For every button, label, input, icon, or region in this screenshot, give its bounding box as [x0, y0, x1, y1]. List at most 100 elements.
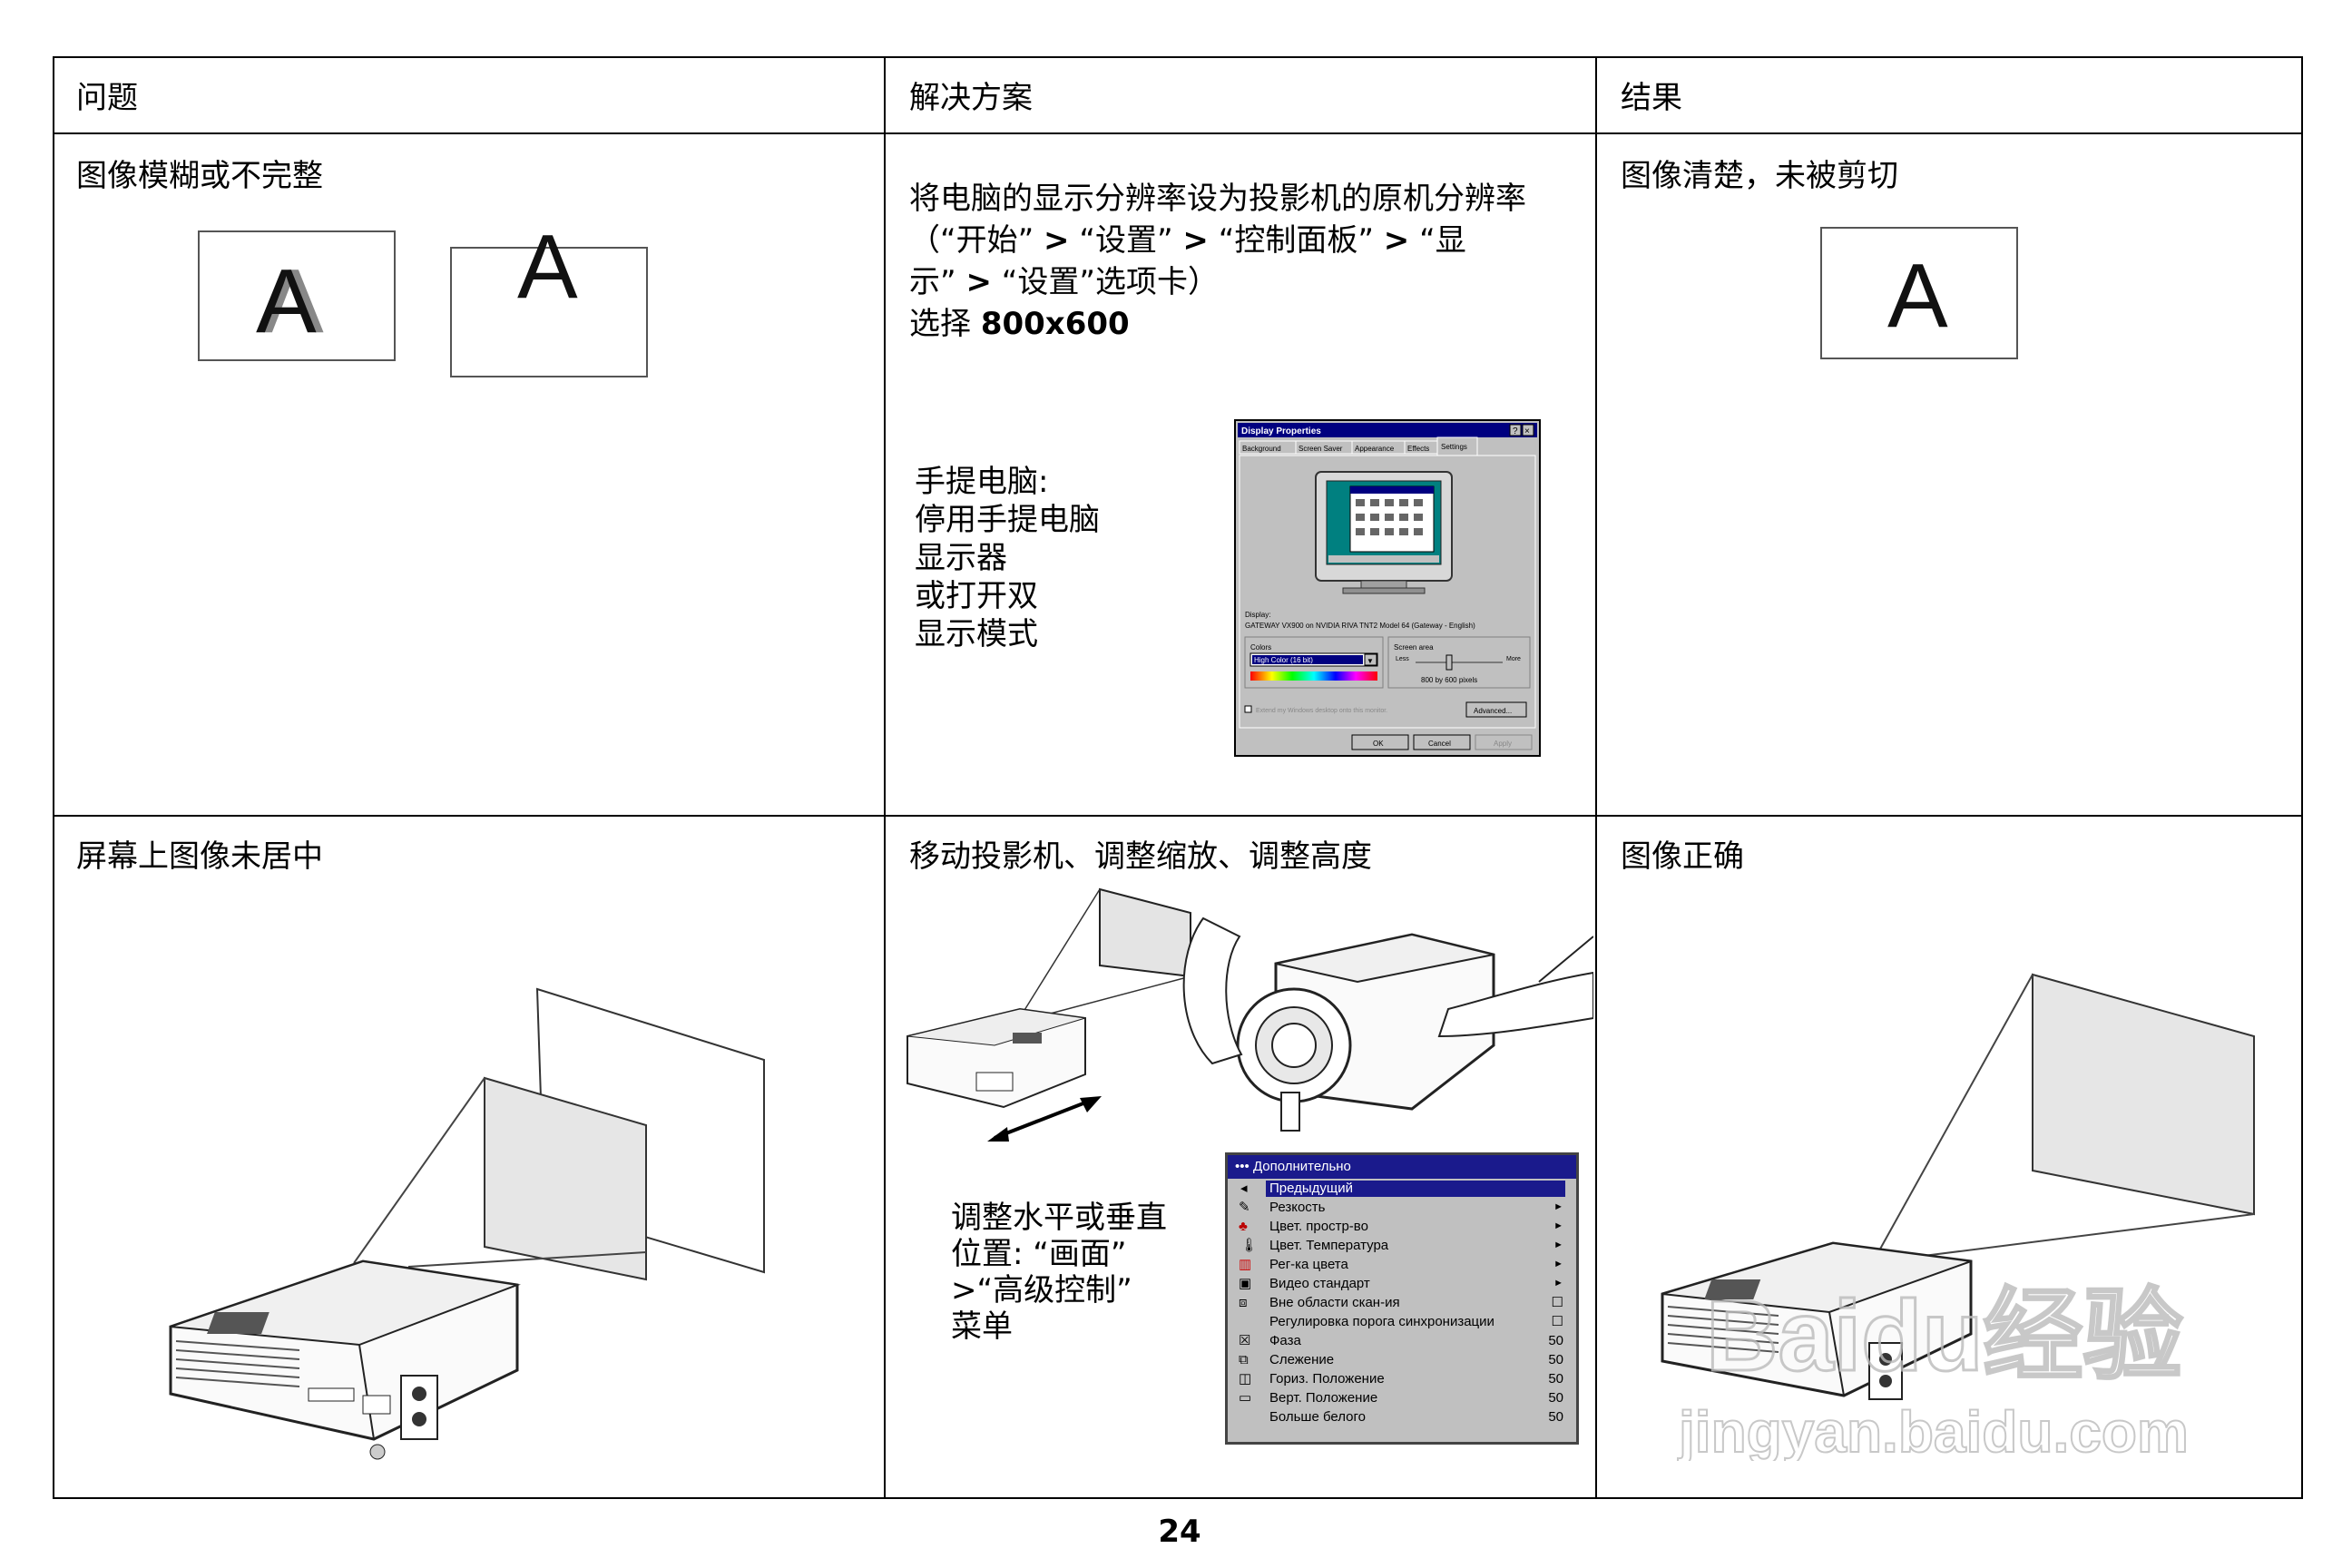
- baidu-watermark-url: jingyan.baidu.com: [1678, 1399, 2189, 1461]
- tracking-icon: ⧉: [1239, 1352, 1249, 1367]
- phase-icon: ☒: [1239, 1333, 1251, 1348]
- laptop-note-line: 显示器: [915, 540, 1007, 576]
- osd-menu-item[interactable]: ☒ Фаза 50: [1239, 1333, 1563, 1348]
- baidu-watermark: Baidu经验: [1706, 1280, 2183, 1392]
- ok-button[interactable]: [1351, 734, 1409, 750]
- projected-image-small: [1099, 887, 1191, 978]
- osd-menu-item[interactable]: Регулировка порога синхронизации ☐: [1269, 1314, 1563, 1329]
- page-number: 24: [1158, 1514, 1201, 1550]
- svg-text:High Color (16 bit): High Color (16 bit): [1254, 656, 1313, 664]
- osd-menu-item[interactable]: ✎ Резкость ►: [1239, 1200, 1563, 1215]
- header-solution: 解决方案: [909, 80, 1033, 116]
- osd-menu-item[interactable]: ◂ Предыдущий: [1228, 1179, 1576, 1198]
- column-divider: [884, 58, 886, 1497]
- svg-text:Display:: Display:: [1245, 611, 1270, 619]
- svg-text:Background: Background: [1242, 445, 1281, 453]
- cropped-image-example: A: [450, 221, 648, 377]
- small-projector-icon: [906, 1007, 1086, 1109]
- back-arrow-icon: ◂: [1240, 1181, 1248, 1196]
- horizontal-position-icon: ◫: [1239, 1371, 1252, 1387]
- svg-text:More: More: [1506, 656, 1521, 662]
- laptop-note-line: 或打开双: [915, 578, 1038, 614]
- column-divider: [1595, 58, 1597, 1497]
- osd-menu-item[interactable]: Больше белого 50: [1269, 1409, 1563, 1425]
- apply-button[interactable]: [1475, 734, 1533, 750]
- chevron-down-icon: ▼: [1367, 657, 1374, 665]
- osd-menu-item[interactable]: ▣ Видео стандарт ►: [1239, 1276, 1563, 1291]
- svg-text:Appearance: Appearance: [1355, 445, 1395, 453]
- display-properties-dialog: Display Properties ? × Background Screen…: [1234, 419, 1541, 757]
- osd-menu-title: ••• Дополнительно: [1228, 1155, 1576, 1179]
- laptop-note-line: 停用手提电脑: [915, 502, 1100, 538]
- osd-menu-item[interactable]: ⧉ Слежение 50: [1239, 1352, 1563, 1367]
- resolution-instructions: 将电脑的显示分辨率设为投影机的原机分辨率 （“开始” > “设置” > “控制面…: [909, 178, 1544, 345]
- sync-threshold-checkbox[interactable]: ☐: [1551, 1314, 1563, 1329]
- off-center-image: [484, 1076, 647, 1281]
- position-adjust-note: 调整水平或垂直 位置: “画面” >“高级控制” 菜单: [951, 1200, 1167, 1345]
- projector-correct-illustration: Baidu经验 jingyan.baidu.com: [1661, 973, 2255, 1461]
- double-arrow-icon: [987, 1096, 1102, 1142]
- ghost-letter: A: [263, 250, 324, 352]
- osd-menu-item[interactable]: ◫ Гориз. Положение 50: [1239, 1371, 1563, 1387]
- sharpness-icon: ✎: [1239, 1200, 1250, 1215]
- clear-image-example: A: [1820, 227, 2018, 359]
- header-result: 结果: [1621, 80, 1682, 116]
- help-button[interactable]: [1509, 424, 1522, 436]
- svg-text:Settings: Settings: [1441, 443, 1467, 451]
- troubleshooting-table: [53, 56, 2303, 1499]
- projector-icon: [1661, 1241, 1973, 1400]
- screen-area-slider[interactable]: [1446, 654, 1453, 671]
- display-adapter: GATEWAY VX900 on NVIDIA RIVA TNT2 Model …: [1245, 622, 1475, 630]
- svg-text:OK: OK: [1373, 740, 1384, 748]
- row-divider: [54, 815, 2301, 817]
- instruction-line: 示” > “设置”选项卡）: [909, 264, 1219, 300]
- dialog-titlebar: [1238, 423, 1537, 437]
- osd-menu-item[interactable]: ♣ Цвет. простр-во ►: [1239, 1219, 1563, 1234]
- osd-menu-item[interactable]: ▭ Верт. Положение 50: [1239, 1390, 1563, 1406]
- position-note-line: >“高级控制”: [951, 1272, 1132, 1308]
- row-divider: [54, 132, 2301, 134]
- centered-image: [2032, 973, 2255, 1216]
- advanced-button[interactable]: [1465, 701, 1527, 718]
- svg-text:Less: Less: [1396, 656, 1409, 662]
- select-resolution: 选择 800x600: [909, 306, 1130, 342]
- dots-icon: •••: [1235, 1159, 1250, 1174]
- color-space-icon: ♣: [1239, 1219, 1248, 1234]
- clear-letter: A: [1887, 245, 1948, 347]
- projector-icon: [169, 1259, 521, 1460]
- svg-text:Screen Saver: Screen Saver: [1298, 445, 1343, 453]
- resolution-readout: 800 by 600 pixels: [1421, 676, 1477, 684]
- svg-text:Apply: Apply: [1494, 740, 1512, 748]
- close-button[interactable]: [1522, 424, 1534, 436]
- projector-off-center-illustration: [169, 987, 765, 1460]
- laptop-note-line: 手提电脑:: [915, 464, 1049, 500]
- overscan-checkbox[interactable]: ☐: [1551, 1295, 1563, 1310]
- position-note-line: 位置: “画面”: [951, 1236, 1127, 1272]
- osd-menu-item[interactable]: 🌡 Цвет. Температура ►: [1240, 1238, 1563, 1253]
- cancel-button[interactable]: [1413, 734, 1471, 750]
- osd-advanced-menu: ••• Дополнительно ◂ Предыдущий ✎ Резкост…: [1225, 1152, 1579, 1445]
- svg-text:Effects: Effects: [1407, 445, 1429, 453]
- blurry-image-example: A A: [198, 230, 396, 361]
- svg-text:Screen area: Screen area: [1394, 643, 1434, 652]
- extend-desktop-checkbox[interactable]: [1244, 705, 1252, 713]
- position-note-line: 菜单: [951, 1308, 1013, 1345]
- laptop-note-line: 显示模式: [915, 616, 1038, 652]
- large-projector-with-hands-icon: [1182, 916, 1593, 1132]
- projector-adjustment-illustration: [906, 887, 1593, 1142]
- problem-blurry-image: 图像模糊或不完整: [76, 158, 323, 194]
- svg-text:Extend my Windows desktop onto: Extend my Windows desktop onto this moni…: [1256, 708, 1387, 714]
- help-icon: ?: [1513, 426, 1518, 436]
- close-icon: ×: [1524, 426, 1530, 436]
- osd-menu-item[interactable]: ⧈ Вне области скан-ия ☐: [1239, 1295, 1563, 1310]
- color-spectrum: [1250, 671, 1377, 681]
- vertical-position-icon: ▭: [1239, 1390, 1252, 1406]
- position-note-line: 调整水平或垂直: [951, 1200, 1167, 1236]
- header-problem: 问题: [76, 80, 138, 116]
- laptop-note: 手提电脑: 停用手提电脑 显示器 或打开双 显示模式: [915, 463, 1100, 653]
- svg-text:Advanced...: Advanced...: [1474, 707, 1512, 715]
- osd-menu-item[interactable]: ▥ Рег-ка цвета ►: [1239, 1257, 1563, 1272]
- problem-off-center: 屏幕上图像未居中: [76, 838, 323, 875]
- color-control-icon: ▥: [1239, 1257, 1252, 1272]
- dialog-title: Display Properties: [1241, 426, 1321, 436]
